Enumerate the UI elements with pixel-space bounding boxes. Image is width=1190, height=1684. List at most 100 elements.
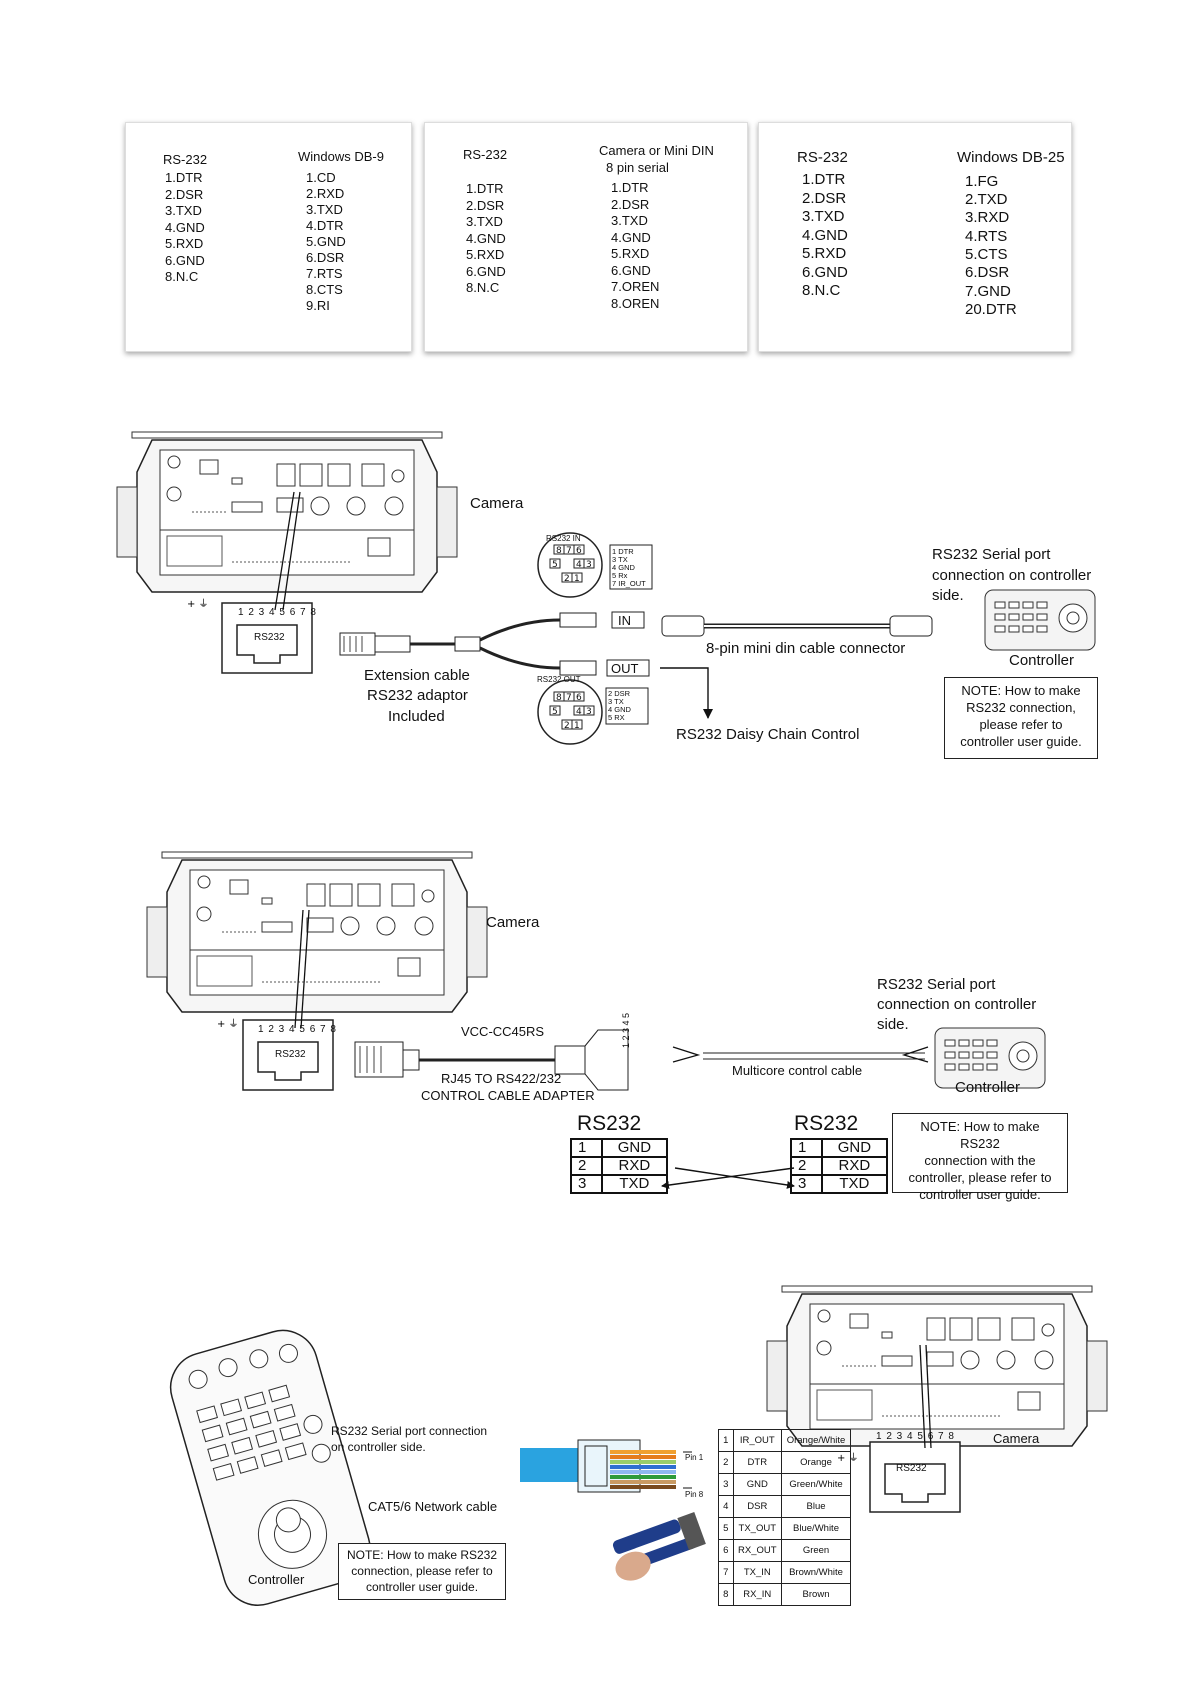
pin-signal: RXD	[820, 1156, 889, 1176]
pinout-panel-db25	[758, 122, 1072, 352]
pin-label: 3.TXD	[802, 208, 845, 225]
pin-label: 7.OREN	[611, 279, 660, 294]
d1-serial-port-2: connection on controller	[932, 567, 1092, 584]
d1-rj45-label: RS232	[254, 632, 285, 643]
pin-label: 6.DSR	[965, 264, 1010, 281]
d2-serial-port-1: RS232 Serial port	[877, 976, 996, 993]
out-row: 5 RX	[608, 713, 625, 722]
d1-in-label: IN	[618, 613, 631, 628]
note-line: RS232 connection,	[966, 700, 1076, 715]
pin-label: 6.GND	[802, 264, 848, 281]
pin-number: 7	[718, 1561, 734, 1584]
pin-number: 4	[718, 1495, 734, 1518]
note-line: connection with the	[924, 1153, 1036, 1168]
pin-label: 7.RTS	[306, 266, 343, 281]
note-line: NOTE: How to make RS232	[920, 1119, 1040, 1151]
pin-label: 4.GND	[165, 220, 205, 235]
d1-serial-port-1: RS232 Serial port	[932, 546, 1051, 563]
pin-label: 8.N.C	[466, 280, 500, 295]
pinout-panel-minidin	[424, 122, 748, 352]
d1-out-label: OUT	[611, 661, 639, 676]
wire-color: Orange/White	[781, 1429, 851, 1452]
pin-number: 8	[718, 1583, 734, 1606]
panel1-left-title: RS-232	[163, 152, 208, 167]
pin-label: 2.DSR	[611, 197, 650, 212]
note-line: NOTE: How to make	[961, 683, 1081, 698]
wire-color: Orange	[781, 1451, 851, 1474]
d1-rs232-out: RS232 OUT	[537, 675, 581, 684]
pin-number: 3	[570, 1174, 603, 1194]
d1-daisy-chain: RS232 Daisy Chain Control	[676, 726, 860, 743]
pin-label: 5.CTS	[965, 246, 1008, 263]
note-line: controller user guide.	[365, 1580, 479, 1594]
d1-ext-cable-3: Included	[388, 708, 445, 725]
signal: RX_OUT	[732, 1539, 783, 1562]
pin-label: 2.DSR	[165, 187, 204, 202]
wire-color: Brown	[781, 1583, 851, 1606]
pin-label: 1.DTR	[165, 170, 203, 185]
panel1-right-title: Windows DB-9	[298, 149, 384, 164]
signal: TX_OUT	[732, 1517, 783, 1540]
d2-note: NOTE: How to make RS232 connection with …	[892, 1113, 1068, 1202]
d2-adapter-name: VCC-CC45RS	[461, 1024, 545, 1039]
pin-label: 8.CTS	[306, 282, 343, 297]
in-row: 3 TX	[612, 555, 628, 564]
signal: DTR	[732, 1451, 783, 1474]
note-line: connection, please refer to	[351, 1564, 493, 1578]
pin-label: 1.CD	[306, 170, 336, 185]
signal: GND	[732, 1473, 783, 1496]
note-line: NOTE: How to make RS232	[346, 1548, 498, 1562]
d2-adapter-desc-1: RJ45 TO RS422/232	[441, 1071, 562, 1086]
signal: IR_OUT	[732, 1429, 783, 1452]
pin-number: 1	[790, 1138, 823, 1158]
d3-note: NOTE: How to make RS232 connection, plea…	[338, 1543, 506, 1600]
d1-note: NOTE: How to make RS232 connection, plea…	[944, 677, 1098, 759]
pin-label: 2.TXD	[965, 191, 1008, 208]
pinout-panel-db9	[125, 122, 412, 352]
d3-rj45-label: RS232	[896, 1463, 927, 1474]
in-row: 4 GND	[612, 563, 635, 572]
pin-label: 3.TXD	[165, 203, 202, 218]
wire-color: Blue	[781, 1495, 851, 1518]
pin-number: 2	[718, 1451, 734, 1474]
d1-serial-port-3: side.	[932, 587, 964, 604]
wire-color: Brown/White	[781, 1561, 851, 1584]
pin-signal: RXD	[600, 1156, 669, 1176]
d3-rj45-pins: 1 2 3 4 5 6 7 8	[876, 1431, 955, 1442]
d2-adapter-desc-2: CONTROL CABLE ADAPTER	[421, 1088, 595, 1103]
d1-controller-label: Controller	[1009, 652, 1075, 669]
pin-label: 4.RTS	[965, 228, 1008, 245]
pin-signal: GND	[600, 1138, 669, 1158]
pin-label: 3.TXD	[306, 202, 343, 217]
pin-label: 3.TXD	[466, 214, 503, 229]
panel2-right-title: Camera or Mini DIN	[599, 143, 714, 158]
signal: TX_IN	[732, 1561, 783, 1584]
pin-label: 8.OREN	[611, 296, 660, 311]
pin-label: 1.DTR	[466, 181, 504, 196]
pin-label: 1.DTR	[802, 171, 846, 188]
pin-label: 6.GND	[611, 263, 651, 278]
pin-number: 5	[718, 1517, 734, 1540]
in-row: 1 DTR	[612, 547, 634, 556]
out-row: 4 GND	[608, 705, 631, 714]
note-line: controller user guide.	[960, 734, 1082, 749]
d1-ext-cable-2: RS232 adaptor	[367, 687, 468, 704]
diagram3-drawing	[169, 1285, 1108, 1606]
d1-camera-label: Camera	[470, 495, 524, 512]
in-row: 7 IR_OUT	[612, 579, 646, 588]
out-row: 2 DSR	[608, 689, 631, 698]
pin-label: 2.RXD	[306, 186, 345, 201]
wire-color: Blue/White	[781, 1517, 851, 1540]
signal: RX_IN	[732, 1583, 783, 1606]
d1-rj45-pins: 1 2 3 4 5 6 7 8	[238, 607, 317, 618]
d3-serial-port-2: on controller side.	[331, 1440, 426, 1454]
